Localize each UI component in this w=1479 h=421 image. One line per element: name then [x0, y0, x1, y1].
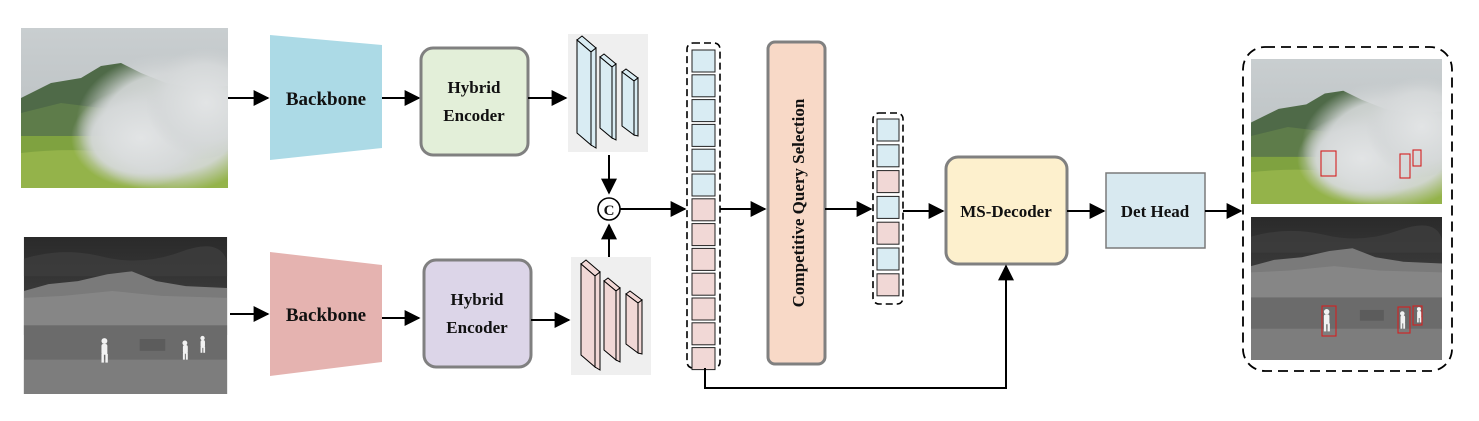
- rgb-encoder-label-line2: Encoder: [443, 106, 505, 125]
- rgb-hybrid-encoder: [419, 46, 530, 157]
- token-ir: [691, 247, 716, 271]
- token-column-full-border: [686, 42, 721, 369]
- rgb-feature-pyramid: [568, 34, 648, 152]
- ir-input-image: [24, 237, 227, 394]
- ir-detection-boxes: [1321, 305, 1423, 337]
- token-column-selected: [876, 118, 900, 297]
- ir-feature-pyramid: [571, 257, 651, 375]
- token-rgb: [876, 195, 900, 219]
- token-rgb: [691, 173, 716, 197]
- rgb-input-image: [21, 28, 266, 193]
- token-rgb: [876, 144, 900, 168]
- token-rgb: [691, 49, 716, 73]
- token-ir: [876, 273, 900, 297]
- token-rgb: [691, 123, 716, 147]
- ir-hybrid-encoder: [422, 258, 533, 369]
- ir-encoder-label-line2: Encoder: [446, 318, 508, 337]
- cqs-label: Competitive Query Selection: [789, 98, 808, 307]
- token-rgb: [876, 247, 900, 271]
- det-head-block: [1105, 172, 1206, 249]
- token-column-full: [691, 49, 716, 371]
- token-ir: [876, 170, 900, 194]
- token-rgb: [691, 99, 716, 123]
- token-ir: [691, 198, 716, 222]
- token-rgb: [691, 74, 716, 98]
- token-ir: [691, 223, 716, 247]
- rgb-backbone: [270, 35, 382, 160]
- token-ir: [691, 347, 716, 371]
- token-ir: [876, 221, 900, 245]
- token-ir: [691, 272, 716, 296]
- det-head-label: Det Head: [1121, 202, 1190, 221]
- token-ir: [691, 297, 716, 321]
- rgb-backbone-label: Backbone: [286, 89, 366, 110]
- token-rgb: [876, 118, 900, 142]
- rgb-output-image: [1251, 59, 1477, 209]
- concat-symbol: C: [604, 203, 615, 219]
- ir-backbone-label: Backbone: [286, 305, 366, 326]
- token-ir: [691, 322, 716, 346]
- rgb-detection-boxes: [1320, 149, 1422, 179]
- ir-backbone: [270, 252, 382, 376]
- arrow-tokens-to-decoder-skip: [704, 264, 1014, 389]
- ir-encoder-label-line1: Hybrid: [451, 290, 504, 309]
- token-rgb: [691, 148, 716, 172]
- competitive-query-selection-block: [766, 40, 827, 366]
- token-column-selected-border: [872, 112, 904, 305]
- ir-output-image: [1251, 217, 1442, 360]
- rgb-encoder-label-line1: Hybrid: [448, 78, 501, 97]
- ms-decoder-label: MS-Decoder: [960, 202, 1052, 221]
- output-container: [1242, 46, 1453, 372]
